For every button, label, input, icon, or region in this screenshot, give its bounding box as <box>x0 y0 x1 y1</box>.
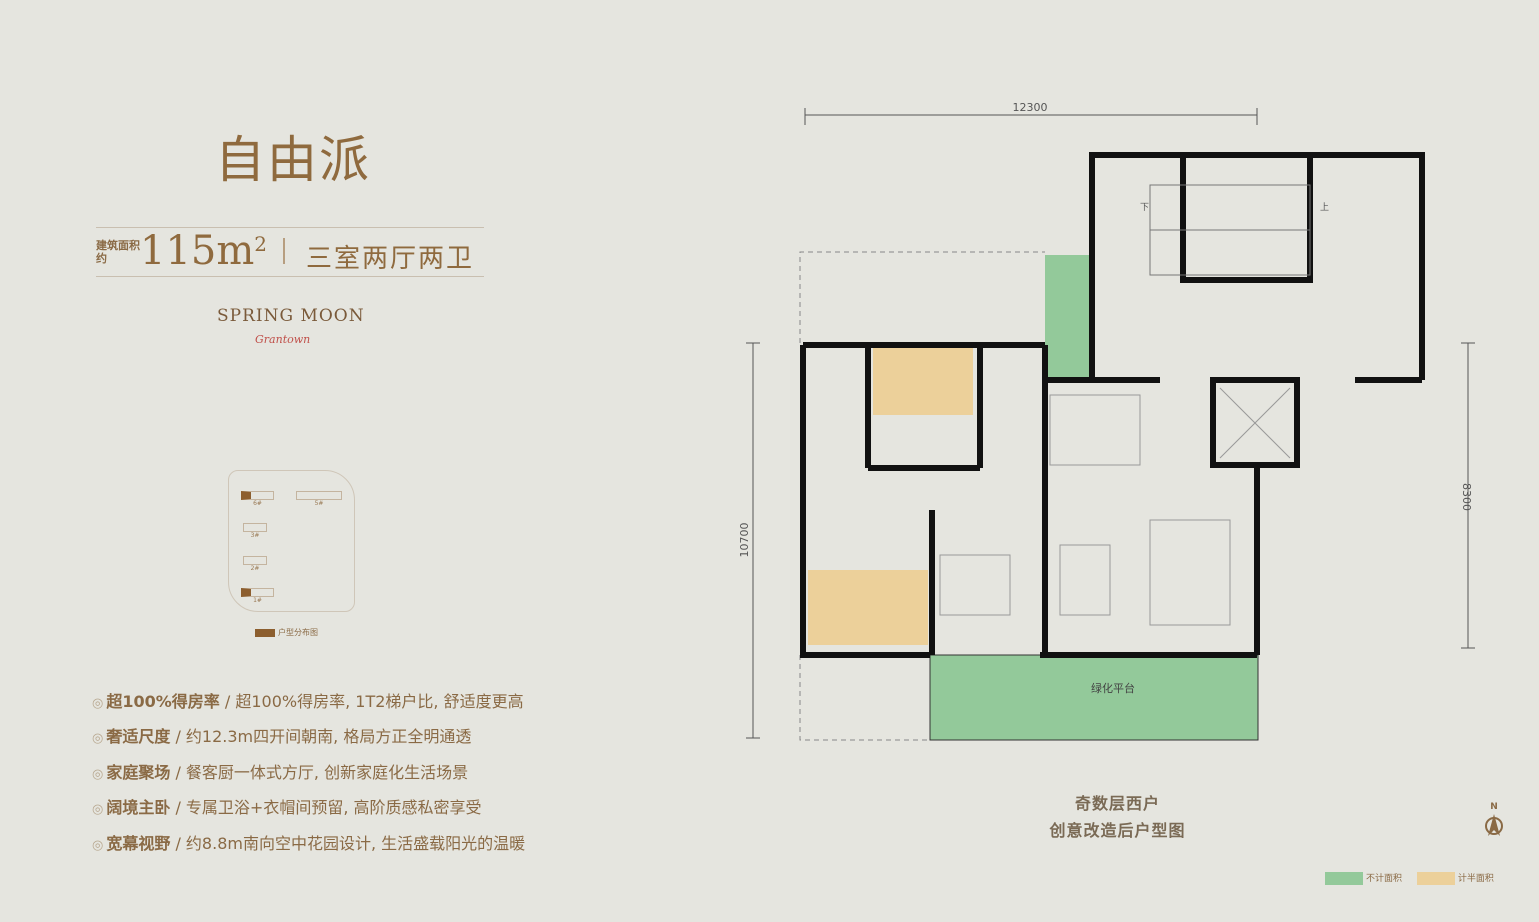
building-6: 6# <box>241 491 274 507</box>
site-plan: 6# 5# 3# 2# 1# <box>228 470 355 612</box>
room-layout: 三室两厅两卫 <box>306 244 475 274</box>
area-label: 建筑面积约 <box>96 239 140 265</box>
bullet-icon: ◎ <box>92 731 104 746</box>
legend-label: 计半面积 <box>1457 874 1494 884</box>
feature-item: ◎家庭聚场 / 餐客厨一体式方厅, 创新家庭化生活场景 <box>92 763 469 782</box>
stairs <box>1149 184 1311 276</box>
half-area <box>808 570 928 645</box>
page-title: 自由派 <box>215 131 371 189</box>
divider <box>96 276 484 277</box>
legend-swatch-yellow <box>1416 872 1455 885</box>
dim-right: 8300 <box>1460 483 1473 511</box>
area-value: 115m2 <box>140 228 267 274</box>
bullet-icon: ◎ <box>92 696 104 711</box>
plan-caption: 奇数层西户创意改造后户型图 <box>1049 794 1186 840</box>
legend-swatch <box>255 628 275 637</box>
stair-down-label: 下 <box>1140 203 1149 213</box>
dim-top: 12300 <box>1013 101 1048 114</box>
building-2: 2# <box>243 556 267 572</box>
area-superscript: 2 <box>254 232 268 256</box>
green-area <box>1045 255 1090 380</box>
area-number: 115m <box>140 228 255 274</box>
bullet-icon: ◎ <box>92 802 104 817</box>
legend-swatch-green <box>1325 872 1363 885</box>
feature-item: ◎超100%得房率 / 超100%得房率, 1T2梯户比, 舒适度更高 <box>92 692 524 711</box>
furniture <box>939 387 1291 626</box>
feature-item: ◎奢适尺度 / 约12.3m四开间朝南, 格局方正全明通透 <box>92 727 472 746</box>
feature-item: ◎阔境主卧 / 专属卫浴+衣帽间预留, 高阶质感私密享受 <box>92 798 482 817</box>
legend-label: 不计面积 <box>1366 874 1403 884</box>
building-3: 3# <box>243 523 267 539</box>
half-area <box>873 347 973 415</box>
bullet-icon: ◎ <box>92 767 104 782</box>
brand-logo: SPRING MOON <box>217 306 365 326</box>
balcony-label: 绿化平台 <box>1091 681 1135 695</box>
bullet-icon: ◎ <box>92 838 104 853</box>
north-arrow-icon: N <box>1483 802 1505 841</box>
feature-item: ◎宽幕视野 / 约8.8m南向空中花园设计, 生活盛载阳光的温暖 <box>92 834 526 853</box>
site-plan-legend: 户型分布图 <box>255 627 318 638</box>
building-5: 5# <box>296 491 342 507</box>
walls <box>800 152 1425 658</box>
brand-script: Grantown <box>255 333 311 346</box>
stair-up-label: 上 <box>1320 202 1329 213</box>
dimension-lines <box>746 108 1475 739</box>
legend: 不计面积 计半面积 <box>1325 871 1494 885</box>
balcony <box>929 654 1259 741</box>
dim-left: 10700 <box>738 523 751 558</box>
separator <box>283 238 285 264</box>
building-1: 1# <box>241 588 274 604</box>
divider <box>96 227 484 228</box>
